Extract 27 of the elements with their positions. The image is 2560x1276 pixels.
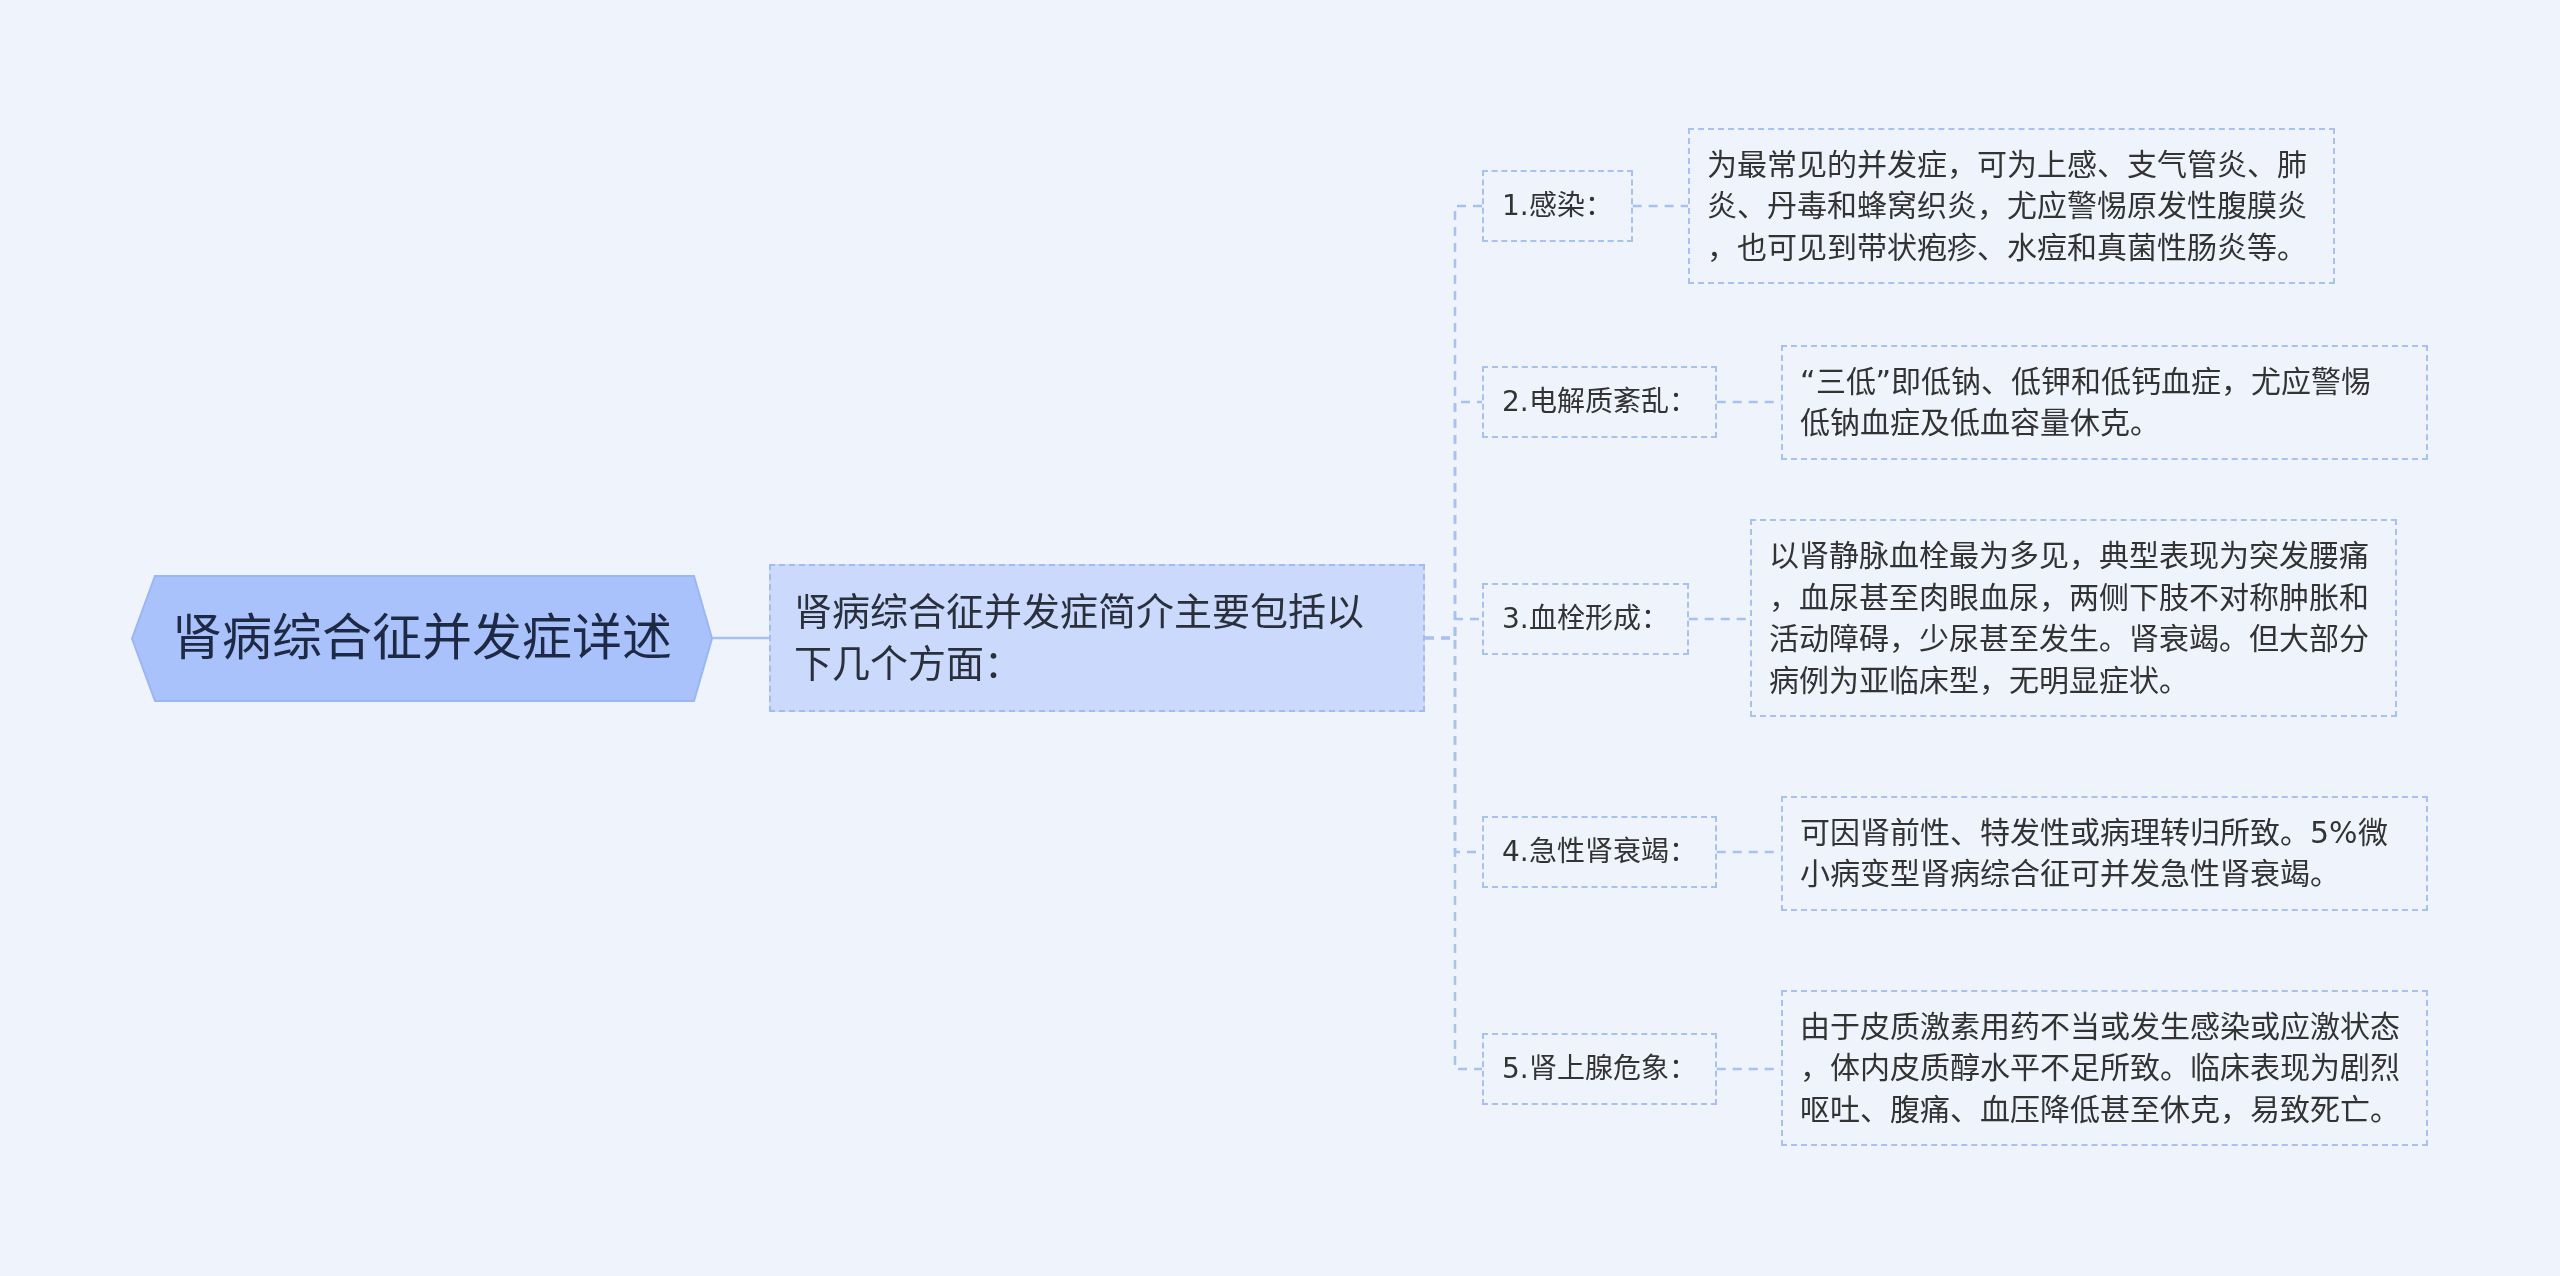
- dashed-connector: [1632, 204, 1688, 208]
- topic-title: 肾病综合征并发症详述: [172, 608, 672, 668]
- subtopic-box: [1482, 816, 1717, 888]
- subtopic-label: 2.电解质紊乱：: [1502, 386, 1697, 418]
- subtopic-box: [1482, 366, 1717, 438]
- summary-box: [769, 564, 1425, 712]
- detail-text: 由于皮质激素用药不当或发生感染或应激状态，体内皮质醇水平不足所致。临床表现为剧烈呕吐、腹痛、血压降低甚至休克，易致死亡。: [1800, 1007, 2401, 1129]
- detail-box: [1750, 519, 2397, 717]
- subtopic-box: [1482, 1033, 1717, 1105]
- detail-text: 为最常见的并发症，可为上感、支气管炎、肺炎、丹毒和蜂窝织炎，尤应警惕原发性腹膜炎，也可见到带状疱疹、水痘和真菌性肠炎等。: [1707, 145, 2308, 267]
- subtopic-label: 1.感染：: [1502, 190, 1613, 222]
- detail-text: 以肾静脉血栓最为多见，典型表现为突发腰痛，血尿甚至肉眼血尿，两侧下肢不对称肿胀和活动障碍，少尿甚至发生。肾衰竭。但大部分病例为亚临床型，无明显症状。: [1769, 537, 2370, 700]
- detail-box: [1688, 127, 2335, 285]
- subtopic-box: [1482, 583, 1689, 655]
- detail-box: [1781, 344, 2428, 460]
- detail-text: 可因肾前性、特发性或病理转归所致。5%微小病变型肾病综合征可并发急性肾衰竭。: [1800, 813, 2389, 893]
- dashed-connector: [1425, 636, 1482, 1071]
- subtopic-label: 4.急性肾衰竭：: [1502, 836, 1697, 868]
- subtopic-label: 3.血栓形成：: [1502, 603, 1669, 635]
- subtopic-box: [1482, 170, 1633, 242]
- summary-text: 肾病综合征并发症简介主要包括以下几个方面：: [794, 589, 1365, 688]
- connector-line: [713, 636, 769, 640]
- detail-text: “三低”即低钠、低钾和低钙血症，尤应警惕低钠血症及低血容量休克。: [1800, 362, 2373, 442]
- detail-box: [1781, 795, 2428, 911]
- subtopic-label: 5.肾上腺危象：: [1502, 1053, 1697, 1085]
- central-topic-hexagon: [131, 574, 713, 702]
- detail-box: [1781, 989, 2428, 1147]
